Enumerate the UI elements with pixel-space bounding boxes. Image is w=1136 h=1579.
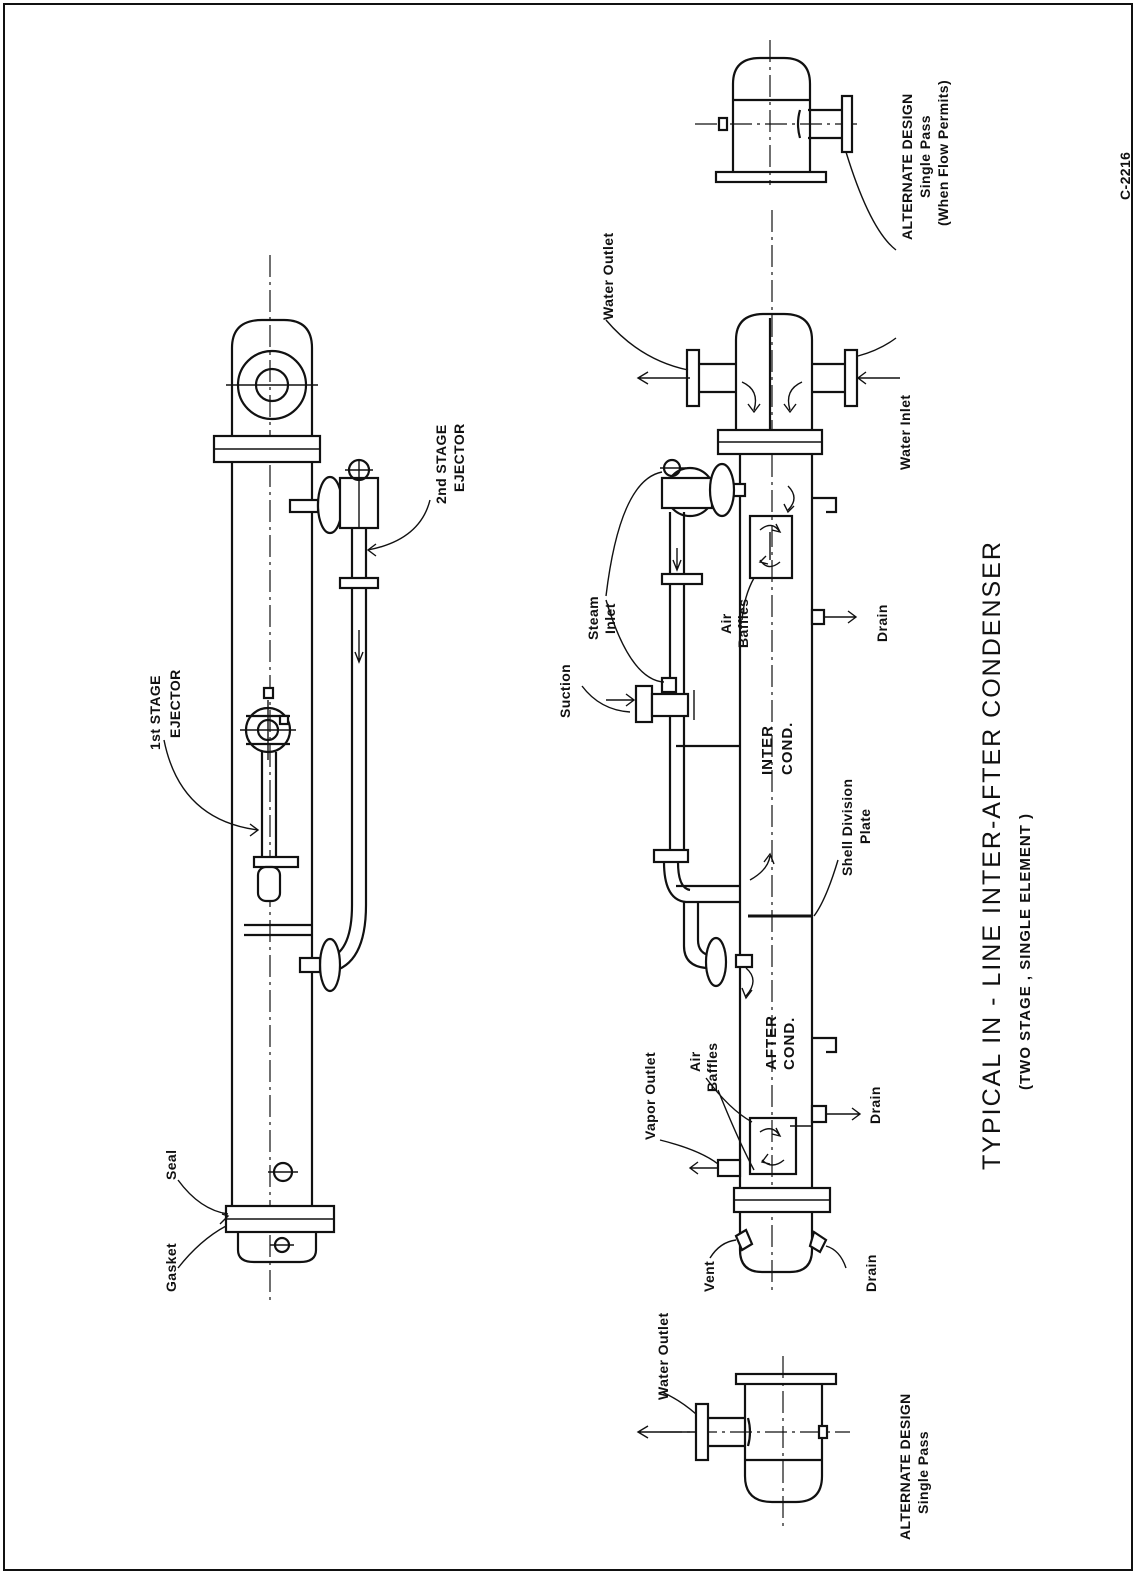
vapor-outlet-nozzle [716,1158,742,1178]
alt-top-when-flow: (When Flow Permits) [935,80,951,226]
second-stage-ejector-label: 2nd STAGE EJECTOR [433,423,467,504]
shell-division-word-1: Shell Division [839,779,855,876]
shell-division-label: Shell Division Plate [839,779,873,876]
alternate-design-bottom [636,1356,850,1530]
drain-mid-label: Drain [867,1086,883,1124]
steam-inlet-leader-lower [605,599,665,683]
alt-top-flange [714,170,828,184]
drawing-border [3,3,1133,1571]
seal-label: Seal [163,1150,179,1180]
first-stage-ordinal: 1st [147,729,163,750]
suction-leader [581,685,631,713]
water-outlet-top-label: Water Outlet [600,232,616,320]
first-stage-ejector [240,686,300,903]
drawing-subtitle: (TWO STAGE , SINGLE ELEMENT ) [1017,813,1034,1090]
alt-top-title: ALTERNATE DESIGN [899,93,915,240]
air-baffles-lower-word-1: Air [687,1051,703,1072]
water-box-head [734,312,814,432]
second-stage-ejector [288,458,380,993]
left-view [163,255,431,1300]
drain-upper-label: Drain [874,604,890,642]
after-cond-word-2: COND. [781,1017,798,1070]
alt-design-bottom-label: ALTERNATE DESIGN Single Pass [897,1393,931,1540]
after-cond-label: AFTER COND. [763,1015,798,1070]
air-baffles-upper-word-2: Baffles [735,599,751,648]
second-stage-word: STAGE [433,424,449,477]
air-baffles-upper-word-1: Air [718,613,734,634]
alt-bottom-leader [661,1391,697,1415]
air-baffles-lower [748,1116,812,1176]
vapor-outlet-leader [659,1139,719,1165]
steam-inlet-word-2: Inlet [602,603,618,634]
air-baffles-upper-label: Air Baffles [718,599,751,648]
shell-division-leader [813,859,839,917]
air-baffles-lower-leader-2 [717,1089,755,1171]
second-stage-ordinal: 2nd [433,478,449,504]
first-stage-word: STAGE [147,675,163,728]
gasket-leader [177,1225,227,1269]
top-head [230,318,314,440]
water-outlet-leader [605,319,689,371]
alt-bottom-single-pass: Single Pass [915,1431,931,1514]
alt-bottom-head [743,1384,824,1504]
alt-top-leader [845,151,897,251]
alt-bottom-flange [734,1372,838,1386]
ejector-assembly-upper [660,458,747,860]
steam-inlet-leader-upper [605,471,663,597]
air-baffles-lower-leader-1 [705,1077,753,1123]
first-stage-ejector-word: EJECTOR [167,669,183,738]
inter-cond-label: INTER COND. [759,722,796,775]
drawing-code: C-2216 [1117,152,1133,200]
alt-bottom-title: ALTERNATE DESIGN [897,1393,913,1540]
inter-condenser-box [652,744,775,1000]
first-stage-ejector-label: 1st STAGE EJECTOR [147,669,183,750]
first-ejector-leader [163,739,259,831]
bottom-head [236,1232,318,1264]
vapor-outlet-label: Vapor Outlet [642,1052,658,1140]
gasket-label: Gasket [163,1243,179,1292]
air-baffles-lower-word-2: Baffles [704,1043,720,1092]
air-baffles-lower-label: Air Baffles [687,1043,720,1092]
after-cond-word-1: AFTER [763,1015,780,1070]
water-inlet-nozzle [843,348,859,408]
water-inlet-leader [857,337,897,357]
steam-inlet-word-1: Steam [585,596,601,640]
water-inlet-label: Water Inlet [897,395,913,470]
alternate-design-top [695,40,897,251]
seal-leader [177,1179,229,1215]
inter-cond-word-1: INTER [759,725,776,775]
drawing-title: TYPICAL IN - LINE INTER-AFTER CONDENSER [978,540,1006,1170]
drain-lower-label: Drain [863,1254,879,1292]
water-outlet-bottom-label: Water Outlet [655,1312,671,1400]
shell-division-word-2: Plate [857,809,873,844]
vent-connection [734,1228,754,1252]
alt-design-top-label: ALTERNATE DESIGN Single Pass (When Flow … [899,80,951,240]
air-baffles-upper-leader [741,577,755,621]
vent-label: Vent [701,1261,717,1292]
main-condenser [581,210,900,1290]
inter-cond-word-2: COND. [779,722,796,775]
second-stage-ejector-word: EJECTOR [451,423,467,492]
alt-top-head [731,56,812,172]
steam-inlet-label: Steam Inlet [585,596,618,640]
suction-label: Suction [557,664,573,718]
main-bottom-head [738,1212,814,1274]
suction-connection [606,676,695,724]
air-baffles-upper [748,485,795,580]
second-ejector-leader [367,499,431,551]
svg-text:1st STAGE: 1st STAGE [147,675,163,750]
svg-text:2nd STAGE: 2nd STAGE [433,424,449,504]
alt-top-single-pass: Single Pass [917,115,933,198]
head-drain-connection [808,1230,828,1254]
